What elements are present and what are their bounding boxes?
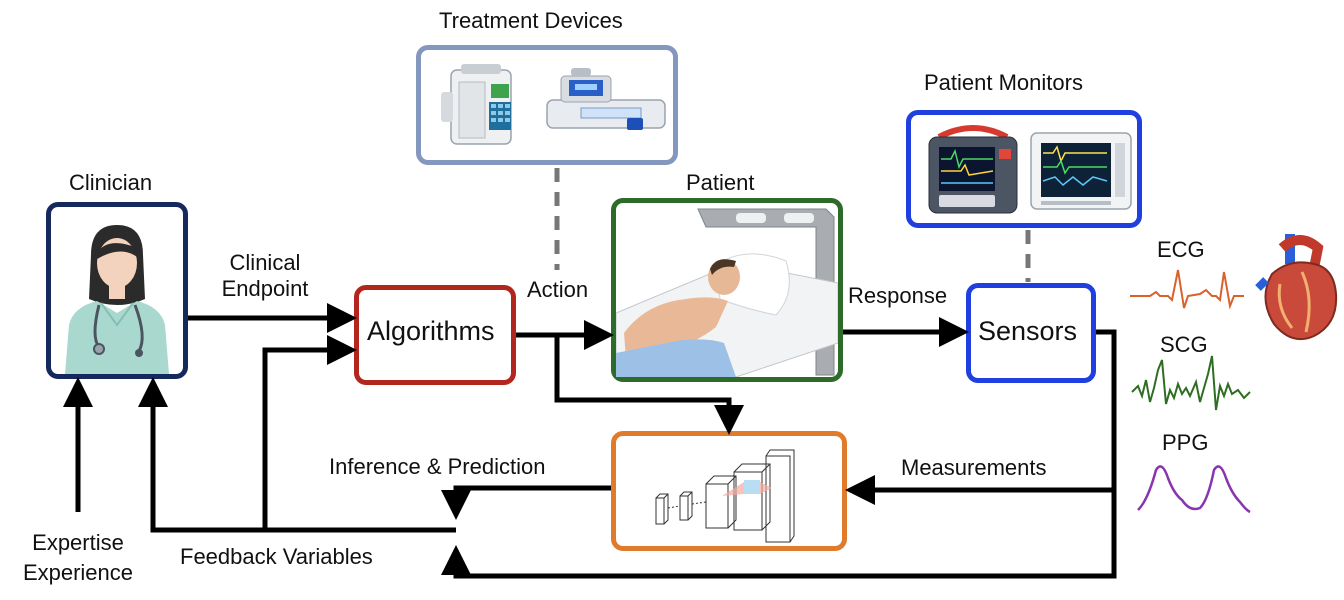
clinician-box xyxy=(46,202,188,379)
feedback-variables-label: Feedback Variables xyxy=(180,544,373,569)
treatment-devices-box xyxy=(416,45,678,165)
neural-network-icon xyxy=(655,449,795,543)
ecg-label: ECG xyxy=(1157,237,1205,262)
patient-box xyxy=(611,198,843,382)
scg-label: SCG xyxy=(1160,332,1208,357)
expertise-line: Expertise xyxy=(32,530,124,555)
inference-arrow xyxy=(441,485,611,520)
expertise-experience-label: Expertise Experience xyxy=(10,528,146,588)
action-label: Action xyxy=(527,277,589,302)
ecg-wave xyxy=(1130,269,1244,310)
feedback-to-clinician-arrow xyxy=(138,377,456,533)
infusion-pump-icon xyxy=(441,64,512,145)
ppg-label: PPG xyxy=(1162,430,1209,455)
patient-monitors-box xyxy=(906,110,1142,228)
clinical-endpoint-label: Clinical Endpoint xyxy=(206,250,324,302)
sensors-label: Sensors xyxy=(978,316,1078,346)
response-label: Response xyxy=(848,283,948,308)
patient-monitors-label: Patient Monitors xyxy=(924,70,1083,95)
measurements-label: Measurements xyxy=(901,455,1047,480)
bedside-monitor-icon xyxy=(1030,132,1132,210)
algorithms-label: Algorithms xyxy=(367,316,495,346)
inference-prediction-label: Inference & Prediction xyxy=(329,454,546,479)
treatment-devices-label: Treatment Devices xyxy=(439,8,623,33)
heart-icon xyxy=(1255,234,1338,340)
feedback-to-algorithms-arrow xyxy=(262,335,357,530)
clinical-endpoint-line-1: Clinical xyxy=(229,250,301,275)
clinician-icon xyxy=(65,225,169,374)
clinician-label: Clinician xyxy=(69,170,153,195)
scg-wave xyxy=(1131,355,1251,411)
defibrillator-monitor-icon xyxy=(928,125,1018,214)
clinical-endpoint-line-2: Endpoint xyxy=(221,276,309,301)
experience-line: Experience xyxy=(22,560,134,585)
algorithms-to-model-arrow xyxy=(554,335,744,435)
patient-label: Patient xyxy=(686,170,755,195)
ppg-wave xyxy=(1137,465,1251,514)
syringe-pump-icon xyxy=(546,68,666,130)
patient-in-bed-icon xyxy=(616,208,838,377)
sensors-output-line xyxy=(441,329,1117,579)
